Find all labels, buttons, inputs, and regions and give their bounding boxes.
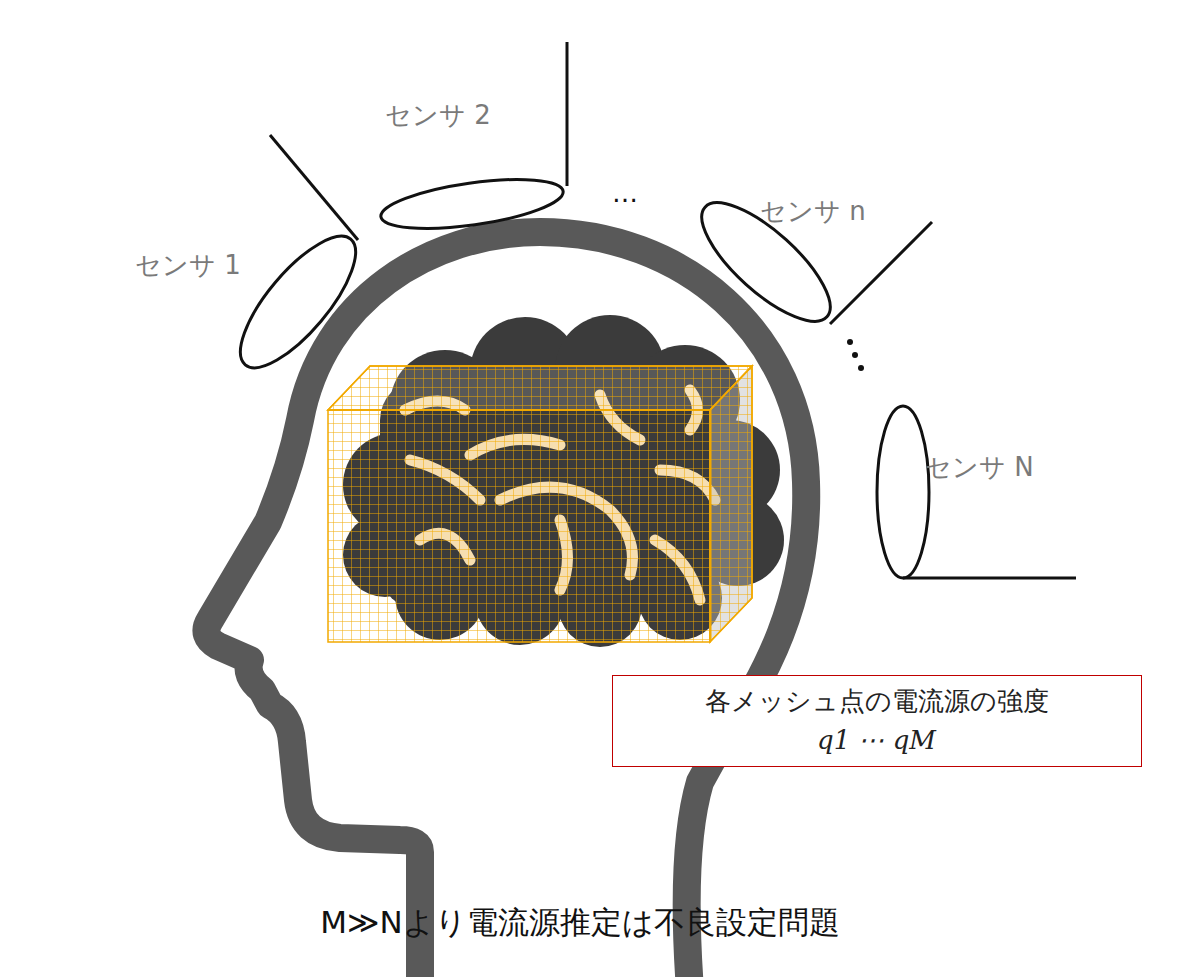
head-outline xyxy=(206,232,806,977)
sensor-label: センサ 2 xyxy=(385,100,491,131)
mesh-box xyxy=(328,366,752,642)
info-box: 各メッシュ点の電流源の強度q1 ⋯ qM xyxy=(612,675,1142,767)
sensor-label: センサ N xyxy=(925,452,1034,483)
ellipsis-mark: … xyxy=(612,178,638,209)
box-formula: q1 ⋯ qM xyxy=(635,721,1119,760)
sensor-label: センサ n xyxy=(760,196,866,227)
continuation-dots xyxy=(847,339,864,371)
sensor-label: センサ 1 xyxy=(135,250,241,281)
box-heading: 各メッシュ点の電流源の強度 xyxy=(635,682,1119,721)
caption: M≫Nより電流源推定は不良設定問題 xyxy=(0,902,1160,944)
sensor-coils xyxy=(222,42,1076,578)
